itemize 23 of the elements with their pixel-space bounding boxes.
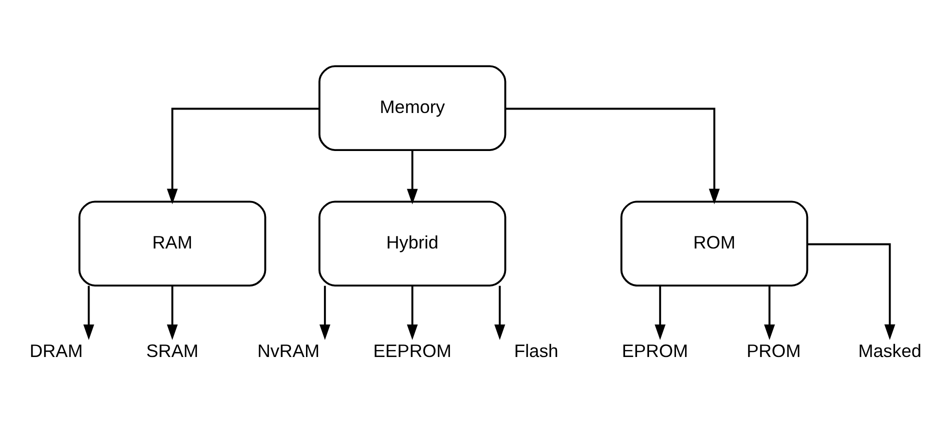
arrow	[764, 285, 774, 340]
node-text: PROM	[746, 340, 800, 360]
node-box: Memory	[318, 64, 506, 150]
node-text: DRAM	[29, 340, 82, 360]
arrow	[166, 285, 178, 340]
node-text: NvRAM	[256, 340, 320, 360]
node-text: Flash	[514, 340, 558, 360]
node-box: Hybrid	[318, 200, 506, 286]
arrow	[406, 150, 418, 204]
node-text: EPROM	[621, 340, 688, 360]
arrow	[166, 107, 319, 204]
arrow	[494, 285, 505, 340]
node-box: RAM	[78, 200, 266, 286]
arrow	[319, 285, 330, 340]
node-text: SRAM	[146, 340, 198, 360]
arrow	[82, 285, 94, 340]
arrow	[406, 285, 418, 340]
node-box: ROM	[620, 200, 808, 286]
node-text: Masked	[858, 340, 921, 360]
arrow	[807, 242, 895, 340]
node-text: EEPROM	[372, 340, 451, 360]
arrow	[654, 285, 666, 340]
arrow	[504, 107, 720, 204]
